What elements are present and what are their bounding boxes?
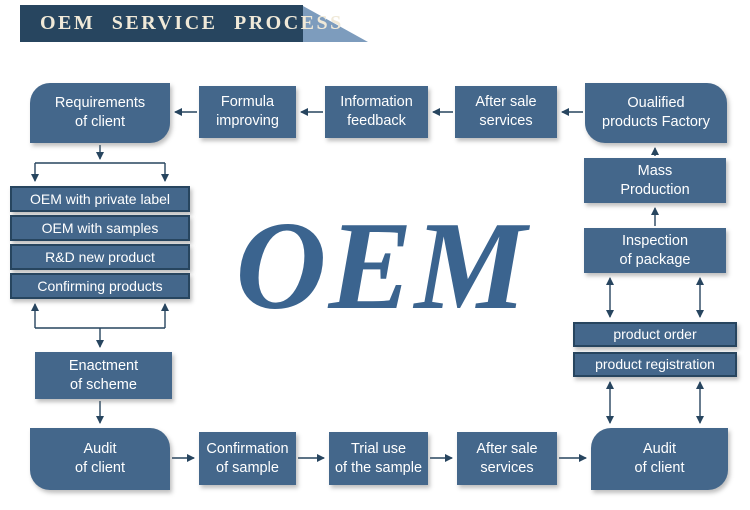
- node-formula-improving: Formula improving: [199, 86, 296, 138]
- node-confirming-products: Confirming products: [10, 273, 190, 299]
- node-information-feedback: Information feedback: [325, 86, 428, 138]
- node-rd-new-product: R&D new product: [10, 244, 190, 270]
- node-product-order: product order: [573, 322, 737, 347]
- node-after-sale-services-top: After sale services: [455, 86, 557, 138]
- node-oem-with-samples: OEM with samples: [10, 215, 190, 241]
- node-enactment-of-scheme: Enactment of scheme: [35, 352, 172, 399]
- node-oem-private-label: OEM with private label: [10, 186, 190, 212]
- node-trial-use-of-sample: Trial use of the sample: [329, 432, 428, 485]
- header-bar: [20, 5, 303, 42]
- oem-watermark: OEM: [235, 197, 529, 336]
- node-after-sale-services-bottom: After sale services: [457, 432, 557, 485]
- node-audit-of-client-left: Audit of client: [30, 428, 170, 490]
- node-qualified-products-factory: Oualified products Factory: [585, 83, 727, 143]
- node-product-registration: product registration: [573, 352, 737, 377]
- node-inspection-of-package: Inspection of package: [584, 228, 726, 273]
- node-confirmation-of-sample: Confirmation of sample: [199, 432, 296, 485]
- node-mass-production: Mass Production: [584, 158, 726, 203]
- page-title: OEM SERVICE PROCESS: [40, 12, 344, 34]
- header-ribbon-fold: [303, 6, 368, 42]
- node-requirements-of-client: Requirements of client: [30, 83, 170, 143]
- node-audit-of-client-right: Audit of client: [591, 428, 728, 490]
